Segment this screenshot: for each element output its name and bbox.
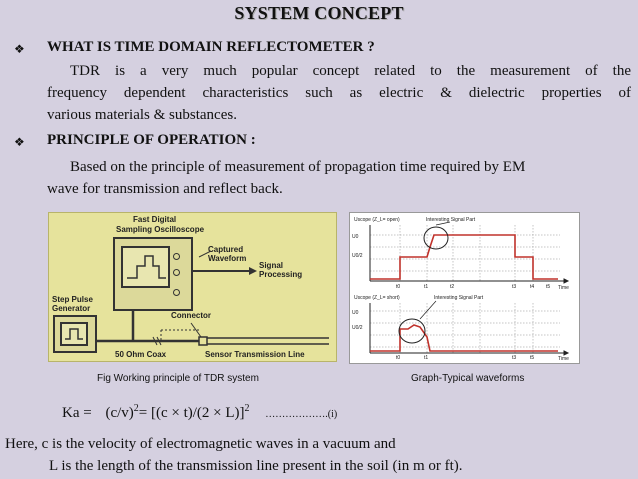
t1-label: t1 <box>424 355 428 361</box>
signal-label: Signal <box>259 261 284 270</box>
equation-lhs: Ka = <box>62 405 92 421</box>
body-line: Based on the principle of measurement of… <box>70 159 526 175</box>
diamond-bullet-icon: ❖ <box>14 42 25 56</box>
generator-label: Step Pulse <box>52 295 93 304</box>
t0-label: t0 <box>396 355 400 361</box>
t3-label: t3 <box>512 355 516 361</box>
captured-label: Captured <box>208 245 244 254</box>
generator-label: Generator <box>52 304 91 313</box>
equation-exponent: 2 <box>133 403 139 414</box>
scope-label: Sampling Oscilloscope <box>116 225 205 234</box>
slide-title: SYSTEM CONCEPT <box>234 3 404 23</box>
diamond-bullet-icon: ❖ <box>14 135 25 149</box>
waveform-graphs: Uscope (Z_L= open) Interesting Signal Pa… <box>349 212 580 364</box>
figure-caption-right: Graph-Typical waveforms <box>411 373 525 384</box>
equation-ratio: (c/v) <box>105 405 134 421</box>
diagram-wiring <box>95 250 329 346</box>
graph-axes <box>369 225 570 356</box>
equation-rhs: = [(c × t)/(2 × L)] <box>138 405 245 421</box>
t5-label: t5 <box>530 355 534 361</box>
connector-label: Connector <box>171 311 211 320</box>
u0-label: U0 <box>352 310 359 316</box>
body-line: TDR is a very much popular concept relat… <box>70 63 631 79</box>
t3-label: t3 <box>512 284 516 290</box>
t0-label: t0 <box>396 284 400 290</box>
pulse-trace-icon <box>127 255 166 279</box>
knob-icon <box>173 269 180 276</box>
bottom-graph-annotation: Interesting Signal Part <box>434 295 484 301</box>
section-body-tdr: TDR is a very much popular concept relat… <box>47 60 631 126</box>
u0-half-label: U0/2 <box>352 253 363 259</box>
top-graph-annotation: Interesting Signal Part <box>426 217 476 223</box>
oscilloscope-icon <box>113 237 193 311</box>
signal-label: Processing <box>259 270 303 279</box>
u0-label: U0 <box>352 234 359 240</box>
equation-number: ……………….(i) <box>265 409 338 420</box>
time-label: Time <box>558 285 569 291</box>
t2-label: t2 <box>450 284 454 290</box>
figure-caption-left: Fig Working principle of TDR system <box>97 373 259 384</box>
step-trace-icon <box>65 328 83 340</box>
knob-icon <box>173 289 180 296</box>
body-line: various materials & substances. <box>47 107 237 123</box>
interest-ellipse <box>398 318 426 344</box>
top-graph-ylabel: Uscope (Z_L= open) <box>354 217 400 223</box>
short-waveform <box>370 324 558 352</box>
t5-label: t5 <box>546 284 550 290</box>
body-line: frequency dependent characteristics such… <box>47 85 631 101</box>
open-waveform <box>370 234 558 280</box>
u0-half-label: U0/2 <box>352 325 363 331</box>
footer-line-2: L is the length of the transmission line… <box>49 458 463 474</box>
time-label: Time <box>558 356 569 362</box>
tdr-system-diagram: Fast Digital Sampling Oscilloscope Captu… <box>48 212 337 362</box>
waveform-graphs-svg: Uscope (Z_L= open) Interesting Signal Pa… <box>352 217 570 362</box>
knob-icon <box>173 253 180 260</box>
t1-label: t1 <box>424 284 428 290</box>
t4-label: t4 <box>530 284 534 290</box>
footer-line-1: Here, c is the velocity of electromagnet… <box>5 436 396 452</box>
section-heading-principle: PRINCIPLE OF OPERATION : <box>47 132 256 148</box>
section-body-principle: Based on the principle of measurement of… <box>47 156 631 200</box>
section-heading-tdr: WHAT IS TIME DOMAIN REFLECTOMETER ? <box>47 39 375 55</box>
captured-label: Waveform <box>208 254 247 263</box>
equation-exponent: 2 <box>244 403 250 414</box>
step-generator-icon <box>53 315 97 353</box>
interest-ellipse <box>423 226 449 250</box>
bottom-graph-ylabel: Uscope (Z_L= short) <box>354 295 400 301</box>
ka-equation: Ka = (c/v)2= [(c × t)/(2 × L)]2 ……………….(… <box>62 403 337 422</box>
coax-label: 50 Ohm Coax <box>115 350 167 359</box>
sensor-line-label: Sensor Transmission Line <box>205 350 305 359</box>
scope-screen <box>121 246 170 288</box>
scope-label: Fast Digital <box>133 215 177 224</box>
body-line: wave for transmission and reflect back. <box>47 181 283 197</box>
